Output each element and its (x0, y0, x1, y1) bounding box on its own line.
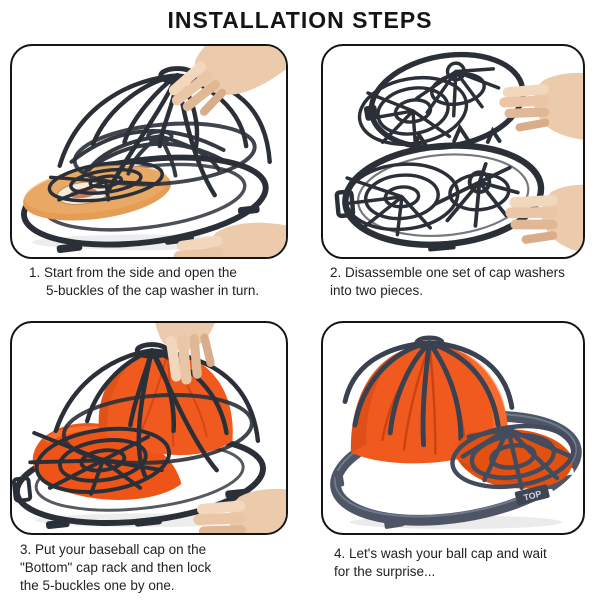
step2-caption: 2. Disassemble one set of cap washers in… (330, 265, 565, 298)
top-label-text: TOP (523, 489, 543, 503)
step4-illustration: TOP (330, 335, 582, 530)
step4-caption: 4. Let's wash your ball cap and wait for… (334, 546, 547, 579)
brim-web-graphic (47, 160, 164, 203)
top-label: TOP (514, 484, 550, 506)
hand-icon (158, 46, 286, 123)
crown-cage-graphic (342, 335, 515, 448)
step1-caption: 1. Start from the side and open the 5-bu… (29, 265, 260, 298)
step2-photo (321, 44, 585, 259)
step2-illustration (334, 51, 583, 257)
brim-web-graphic (450, 423, 576, 491)
step3-illustration (12, 323, 286, 533)
page-title: INSTALLATION STEPS (167, 7, 433, 33)
hand-icon (506, 171, 583, 257)
bottom-piece-graphic (334, 123, 545, 252)
hand-icon (195, 477, 286, 533)
step3-caption: 3. Put your baseball cap on the "Bottom"… (20, 542, 212, 593)
step1-photo (10, 44, 288, 259)
step4-photo: TOP (321, 321, 585, 535)
step3-photo (10, 321, 288, 535)
step1-illustration (21, 46, 286, 257)
